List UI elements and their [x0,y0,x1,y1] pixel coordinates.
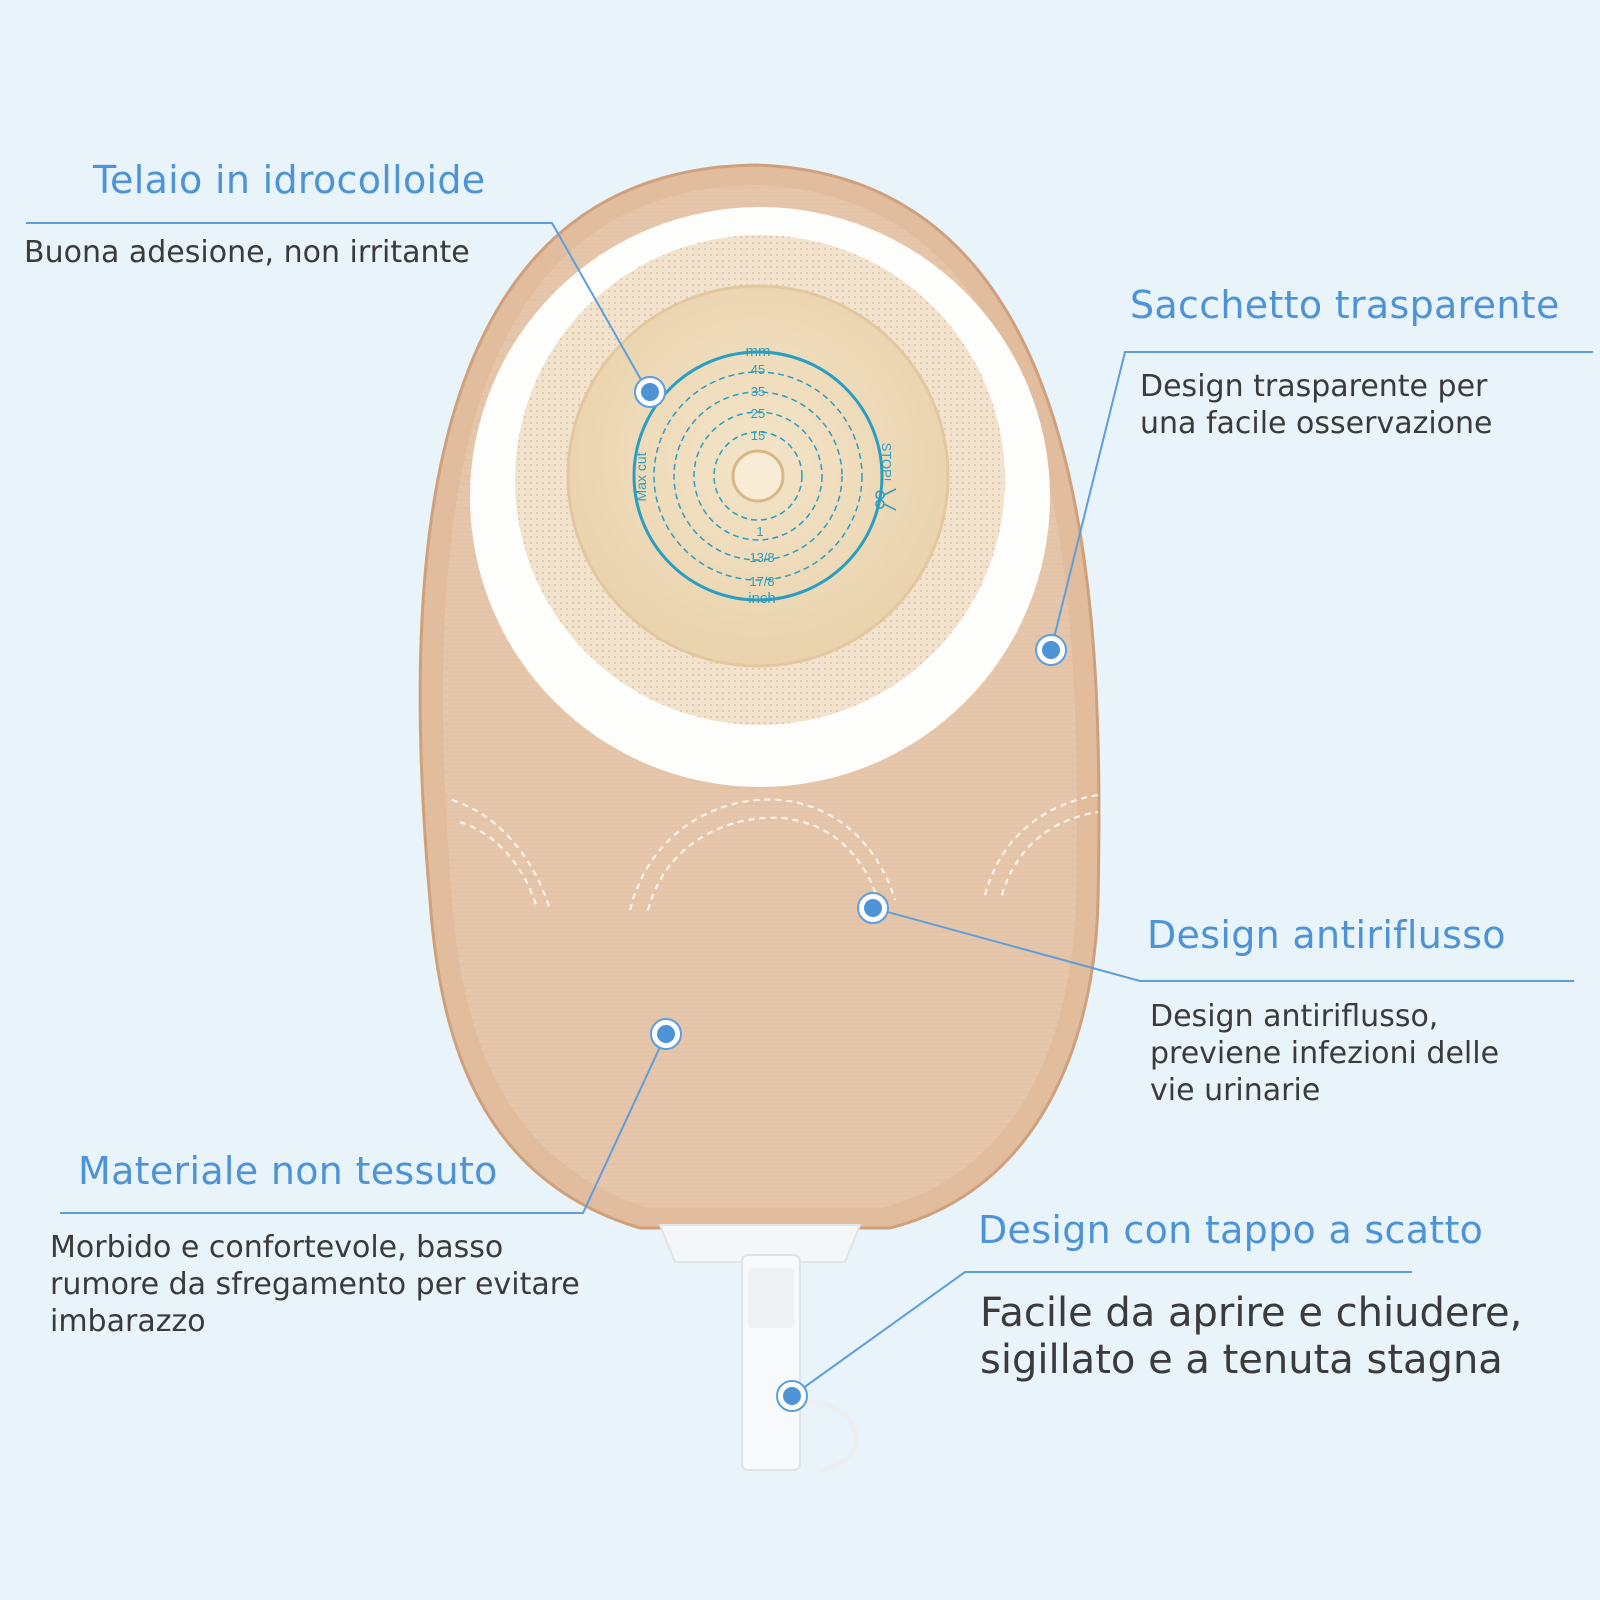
marker-anti-reflux-icon [857,892,889,924]
marker-hydrocolloid-icon [634,376,666,408]
leader-anti-reflux [872,907,1574,982]
callout-desc-line: Facile da aprire e chiudere, [980,1290,1523,1336]
leader-non-woven [60,1033,667,1214]
callout-title-hydrocolloid: Telaio in idrocolloide [93,158,486,202]
callout-desc-line: sigillato e a tenuta stagna [980,1337,1503,1383]
callout-desc-line: vie urinarie [1150,1073,1321,1108]
leader-lines [26,222,1593,1397]
cut-guide [632,350,884,602]
callout-desc-line: Morbido e confortevole, basso [50,1230,504,1265]
flange-inch-label: inch [748,590,776,607]
flange-mm-15: 15 [751,428,765,443]
leader-hydrocolloid [26,222,649,393]
callout-desc-line: previene infezioni delle [1150,1036,1500,1071]
leader-snap-cap [791,1271,1412,1397]
marker-non-woven-icon [650,1018,682,1050]
anti-reflux-seams [451,794,1099,911]
flange-labels: mm 45 35 25 15 1 13/8 17/8 inch Max cut … [633,343,894,607]
flange-inch-1: 1 [756,524,763,539]
callout-title-non-woven: Materiale non tessuto [78,1149,498,1193]
marker-snap-cap-icon [776,1380,808,1412]
flange-mm-25: 25 [751,406,765,421]
callout-desc-line: imbarazzo [50,1304,206,1339]
scissors-icon [875,488,897,511]
flange-mm-45: 45 [751,362,765,377]
callout-desc-transparent-bag: Design trasparente per una facile osserv… [1140,368,1493,442]
callout-desc-line: Buona adesione, non irritante [24,235,470,270]
callout-title-transparent-bag: Sacchetto trasparente [1130,283,1560,327]
outlet-tube [658,1224,862,1473]
callout-desc-line: Design antiriflusso, [1150,999,1439,1034]
callout-desc-hydrocolloid: Buona adesione, non irritante [24,234,470,271]
marker-transparent-bag-icon [1035,634,1067,666]
callout-desc-line: Design trasparente per [1140,369,1488,404]
callout-desc-line: una facile osservazione [1140,406,1493,441]
callout-desc-anti-reflux: Design antiriflusso, previene infezioni … [1150,998,1499,1109]
callout-markers [634,376,1067,1412]
flange-stop: STOP! [879,443,894,482]
callout-title-snap-cap: Design con tappo a scatto [978,1208,1484,1252]
callout-desc-non-woven: Morbido e confortevole, basso rumore da … [50,1229,580,1340]
leader-transparent-bag [1050,351,1593,651]
stoma-hole [731,449,785,503]
flange-max-cut: Max cut [633,452,649,501]
flange-mm-35: 35 [751,384,765,399]
callout-desc-snap-cap: Facile da aprire e chiudere, sigillato e… [980,1290,1522,1384]
flange-mm-label: mm [746,343,771,360]
flange-inch-13-8: 13/8 [749,550,774,565]
flange-inch-17-8: 17/8 [749,574,774,589]
callout-title-anti-reflux: Design antiriflusso [1147,913,1506,957]
callout-desc-line: rumore da sfregamento per evitare [50,1267,580,1302]
